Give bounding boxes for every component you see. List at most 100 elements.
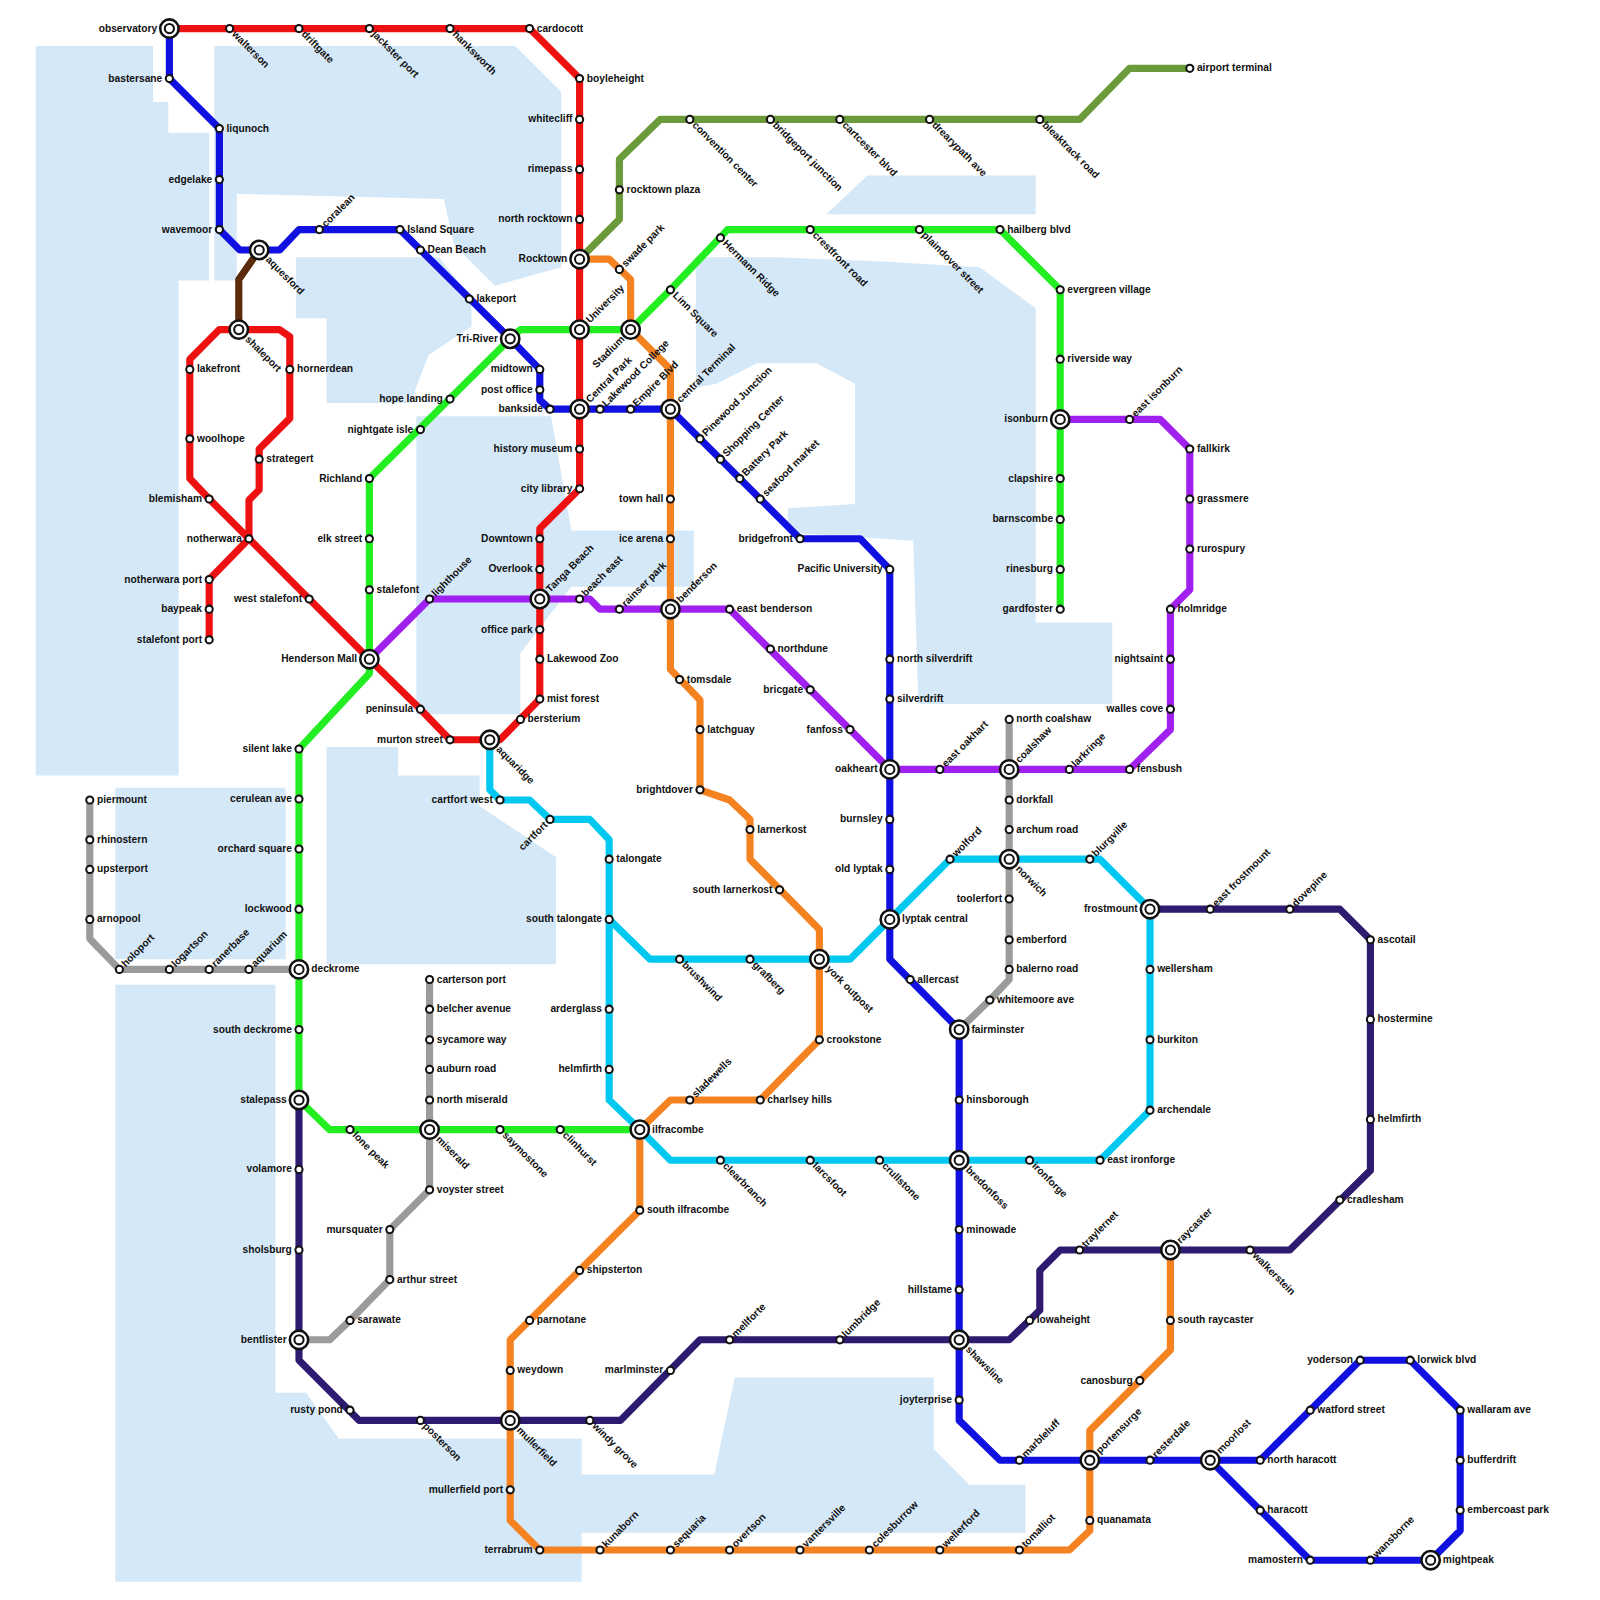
station-dot — [1357, 1357, 1364, 1364]
station-dot — [496, 1126, 503, 1133]
station-dot — [420, 1120, 438, 1138]
station-label: south talongate — [526, 913, 602, 925]
station-dot — [626, 325, 635, 334]
station-dot — [1057, 606, 1064, 613]
station-dot — [360, 650, 378, 668]
station-dot — [757, 495, 764, 502]
station-dot — [736, 475, 743, 482]
station-dot — [661, 600, 679, 618]
station-label: arderglass — [550, 1003, 602, 1015]
station-dot — [596, 406, 603, 413]
station-dot — [926, 116, 933, 123]
station-dot — [256, 456, 263, 463]
station-dot — [936, 1546, 943, 1553]
station-dot — [1056, 415, 1065, 424]
station-label: south deckrome — [213, 1023, 292, 1035]
station-dot — [206, 495, 213, 502]
station-label: city library — [521, 483, 573, 495]
station-label: clinhurst — [560, 1129, 599, 1168]
station-dot — [1201, 1451, 1219, 1469]
station-label: hillstame — [908, 1284, 952, 1296]
station-dot — [426, 976, 433, 983]
station-dot — [346, 1317, 353, 1324]
station-label: york outpost — [823, 963, 875, 1015]
metro-line — [299, 909, 1370, 1420]
station-label: lumbridge — [840, 1297, 884, 1341]
station-dot — [206, 606, 213, 613]
station-dot — [186, 435, 193, 442]
station-dot — [1186, 445, 1193, 452]
station-dot — [746, 956, 753, 963]
station-dot — [1096, 1157, 1103, 1164]
station-dot — [1307, 1557, 1314, 1564]
station-label: aquaridge — [494, 744, 537, 787]
station-dots — [86, 19, 1464, 1569]
station-label: riverside way — [1067, 353, 1132, 365]
station-label: voyster street — [437, 1184, 504, 1196]
station-label: marlminster — [605, 1364, 663, 1376]
station-label: mist forest — [547, 693, 599, 705]
station-label: portensurge — [1094, 1406, 1145, 1457]
station-dot — [346, 1126, 353, 1133]
station-label: murton street — [377, 734, 443, 746]
station-dot — [606, 1066, 613, 1073]
station-dot — [696, 786, 703, 793]
station-label: bastersane — [108, 72, 162, 84]
station-dot — [535, 594, 544, 603]
station-dot — [807, 226, 814, 233]
station-dot — [1006, 936, 1013, 943]
station-label: emberford — [1016, 934, 1066, 946]
station-dot — [696, 435, 703, 442]
station-dot — [1006, 966, 1013, 973]
station-label: burnsley — [840, 813, 883, 825]
station-label: allercast — [917, 973, 958, 985]
station-dot — [160, 19, 178, 37]
metro-line — [369, 419, 1189, 769]
station-dot — [536, 386, 543, 393]
station-label: lowaheight — [1037, 1314, 1090, 1326]
station-dot — [366, 25, 373, 32]
station-dot — [1166, 1245, 1175, 1254]
station-label: archendale — [1157, 1104, 1211, 1116]
station-label: gardfoster — [1003, 603, 1053, 615]
station-dot — [1146, 1457, 1153, 1464]
station-label: east benderson — [737, 603, 812, 615]
station-dot — [306, 595, 313, 602]
station-dot — [796, 1546, 803, 1553]
station-label: rimepass — [528, 163, 573, 175]
station-dot — [1086, 856, 1093, 863]
station-dot — [621, 320, 639, 338]
station-label: hailberg blvd — [1007, 223, 1071, 235]
station-dot — [726, 1336, 733, 1343]
station-label: airport terminal — [1197, 62, 1272, 74]
station-dot — [481, 731, 499, 749]
water — [115, 985, 581, 1582]
station-label: lakeport — [477, 293, 517, 305]
station-dot — [295, 1026, 302, 1033]
station-dot — [767, 116, 774, 123]
station-label: rhinostern — [97, 834, 147, 846]
station-label: north rocktown — [498, 213, 572, 225]
station-label: west stalefont — [234, 593, 302, 605]
metro-line — [169, 29, 1460, 1561]
station-label: evergreen village — [1067, 284, 1150, 296]
station-dot — [316, 226, 323, 233]
station-dot — [517, 716, 524, 723]
station-label: bredonfoss — [963, 1164, 1011, 1212]
metro-line — [90, 800, 299, 969]
station-dot — [757, 1096, 764, 1103]
station-dot — [1057, 475, 1064, 482]
station-label: latchguay — [707, 723, 755, 735]
station-label: edgelake — [169, 173, 213, 185]
station-label: carterson port — [437, 973, 506, 985]
station-dot — [1051, 410, 1069, 428]
station-dot — [1167, 606, 1174, 613]
station-dot — [886, 656, 893, 663]
station-dot — [796, 535, 803, 542]
station-dot — [575, 255, 584, 264]
station-dot — [286, 366, 293, 373]
station-label: Dean Beach — [428, 244, 486, 256]
station-dot — [676, 676, 683, 683]
station-label: minowade — [966, 1223, 1016, 1235]
station-dot — [1057, 286, 1064, 293]
